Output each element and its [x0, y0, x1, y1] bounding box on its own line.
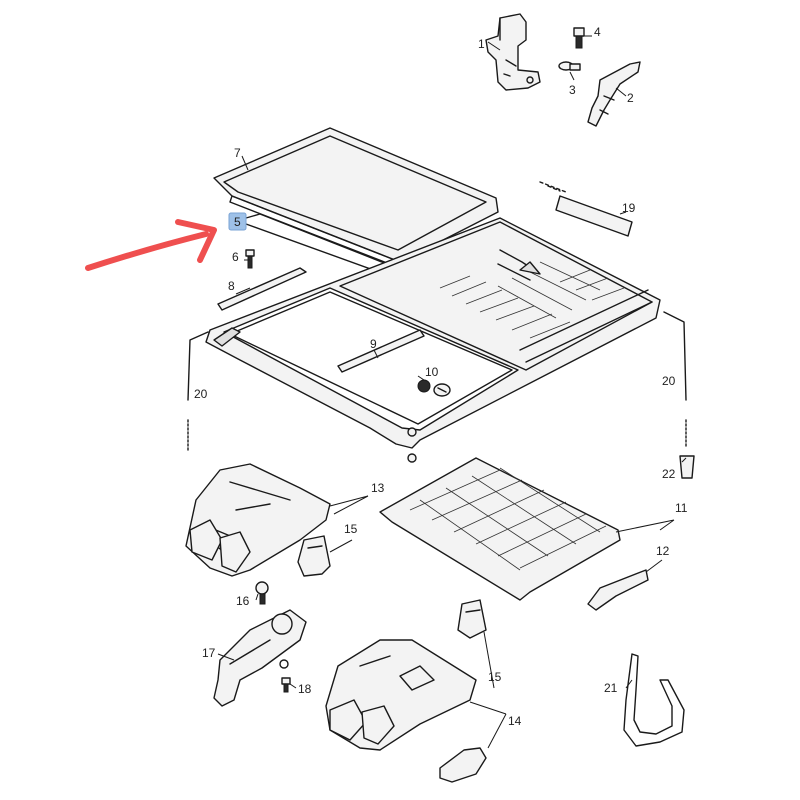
label-part-19: 19	[622, 201, 636, 215]
label-part-1: 1	[478, 37, 485, 51]
red-indicator-arrow	[85, 219, 217, 271]
screw-part-16	[255, 581, 269, 605]
trim-strip-part-8	[217, 267, 307, 311]
label-part-15-lower: 15	[488, 670, 502, 684]
label-part-20-left: 20	[194, 387, 208, 401]
label-part-12: 12	[656, 544, 670, 558]
label-part-13: 13	[371, 481, 385, 495]
label-part-6: 6	[232, 250, 239, 264]
label-part-2: 2	[627, 91, 634, 105]
label-part-14: 14	[508, 714, 522, 728]
label-part-18: 18	[298, 682, 312, 696]
latch-part-15-upper	[297, 535, 331, 577]
part-5-highlight-box	[228, 212, 247, 231]
screw-part-18	[279, 659, 291, 693]
handle-housing-part-13	[185, 463, 331, 577]
clip-part-22	[679, 455, 695, 479]
label-part-8: 8	[228, 279, 235, 293]
latch-part-15-lower	[457, 599, 487, 639]
label-part-16: 16	[236, 594, 250, 608]
slider-part-12	[587, 569, 649, 611]
label-part-17: 17	[202, 646, 216, 660]
label-part-5: 5	[234, 215, 241, 229]
bracket-part-1	[485, 13, 541, 91]
roof-frame	[205, 217, 661, 463]
label-part-20-right: 20	[662, 374, 676, 388]
spring-part-21	[623, 653, 685, 747]
bolt-part-6	[245, 249, 255, 269]
bracket-part-2	[587, 61, 641, 127]
screw-part-4	[573, 27, 585, 49]
trim-strip-part-9	[337, 329, 425, 373]
handle-housing-part-14	[325, 639, 477, 751]
label-part-11: 11	[675, 501, 688, 515]
deflector-part-19	[539, 181, 633, 237]
cover-part-14	[439, 747, 487, 783]
crank-handle-part-17	[213, 609, 307, 707]
label-part-3: 3	[569, 83, 576, 97]
part-labels: 1 4 3 2 7 5 6 8 19 9 10 20 20 22 13 15 1…	[194, 25, 688, 728]
label-part-21: 21	[604, 681, 618, 695]
leader-lines	[217, 35, 687, 749]
screw-part-3	[558, 61, 581, 71]
label-part-4: 4	[594, 25, 601, 39]
label-part-22: 22	[662, 467, 676, 481]
label-part-7: 7	[234, 146, 241, 160]
glass-panel-part-7	[213, 127, 499, 269]
fastener-part-10	[417, 379, 451, 397]
sunshade-part-11	[379, 457, 621, 601]
drain-tube-part-20-left	[187, 331, 209, 451]
label-part-9: 9	[370, 337, 377, 351]
label-part-15-upper: 15	[344, 522, 358, 536]
label-part-10: 10	[425, 365, 439, 379]
drain-tube-part-20-right	[663, 311, 687, 449]
